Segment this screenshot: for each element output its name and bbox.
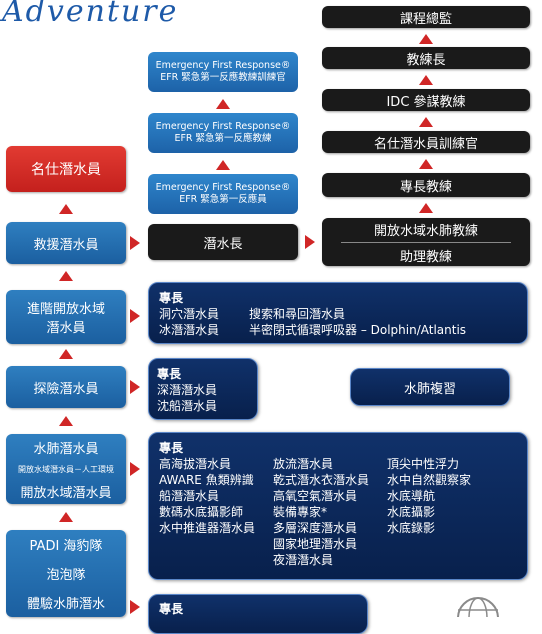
specialty-item: 夜潛潛水員 — [273, 553, 334, 567]
seal-team-label: PADI 海豹隊 — [29, 539, 103, 554]
divemaster-label: 潛水長 — [203, 236, 243, 252]
divider — [341, 241, 511, 243]
arrow-right-icon — [130, 236, 140, 250]
arrow-right-icon — [130, 462, 140, 476]
adventure-diver-box: 探險潛水員 — [6, 366, 126, 408]
arrow-right-icon — [130, 309, 140, 323]
aow-label-line1: 進階開放水域 — [26, 302, 105, 317]
master-instructor-box: 教練長 — [322, 47, 530, 69]
globe-icon — [457, 597, 499, 617]
specialty-item: 水中自然觀察家 — [387, 473, 472, 487]
assistant-instructor-label: 助理教練 — [399, 249, 452, 265]
specialty-item: 水底攝影 — [387, 505, 436, 519]
specialty-item: 裝備專家* — [273, 505, 328, 519]
arrow-up-icon — [59, 204, 73, 214]
specialties-panel-1: 專長 洞穴潛水員 冰潛潛水員 搜索和尋回潛水員 半密閉式循環呼吸器 – Dolp… — [148, 282, 528, 344]
specialty-item: 多層深度潛水員 — [273, 521, 358, 535]
arrow-right-icon — [130, 380, 140, 394]
adventure-diver-label: 探險潛水員 — [33, 381, 99, 397]
efr-label: EFR 緊急第一反應教練訓練官 — [160, 72, 286, 83]
specialty-item: 高氧空氣潛水員 — [273, 489, 358, 503]
specialty-item: 沈船潛水員 — [157, 399, 218, 413]
arrow-right-icon — [130, 600, 140, 614]
master-instructor-label: 教練長 — [406, 52, 446, 68]
efr-title: Emergency First Response® — [155, 60, 291, 71]
bubblemaker-label: 泡泡隊 — [46, 568, 86, 583]
arrow-right-icon — [305, 235, 315, 249]
arrow-up-icon — [216, 99, 230, 109]
efr-instructor-trainer-box: Emergency First Response® EFR 緊急第一反應教練訓練… — [148, 52, 298, 92]
rescue-diver-label: 救援潛水員 — [33, 237, 99, 253]
specialties-heading: 專長 — [159, 441, 184, 455]
ow-artificial-label: 開放水域潛水員－人工環境 — [18, 464, 114, 474]
specialty-item: 水底錄影 — [387, 521, 436, 535]
open-water-diver-label: 開放水域潛水員 — [20, 485, 112, 501]
specialty-item: 國家地理潛水員 — [273, 537, 358, 551]
arrow-up-icon — [59, 416, 73, 426]
arrow-up-icon — [59, 271, 73, 281]
master-scuba-diver-box: 名仕潛水員 — [6, 146, 126, 192]
specialty-item: 高海拔潛水員 — [159, 457, 232, 471]
specialty-item: 放流潛水員 — [273, 457, 334, 471]
owsi-label: 開放水域水肺教練 — [373, 223, 478, 239]
efr-responder-box: Emergency First Response® EFR 緊急第一反應員 — [148, 174, 298, 214]
advanced-open-water-box: 進階開放水域 潛水員 — [6, 290, 126, 344]
efr-instructor-box: Emergency First Response® EFR 緊急第一反應教練 — [148, 113, 298, 153]
specialties-panel-3: 專長 高海拔潛水員 AWARE 魚類辨識 船潛潛水員 數碼水底攝影師 水中推進器… — [148, 432, 528, 580]
msd-trainer-box: 名仕潛水員訓練官 — [322, 131, 530, 153]
specialties-heading: 專長 — [159, 602, 184, 616]
arrow-up-icon — [419, 117, 433, 127]
specialty-item: 水底導航 — [387, 489, 436, 503]
specialties-heading: 專長 — [159, 291, 184, 305]
specialty-item: 搜索和尋回潛水員 — [249, 307, 346, 321]
specialties-panel-4: 專長 — [148, 594, 368, 634]
scuba-review-box: 水肺複習 — [350, 368, 510, 406]
specialties-panel-2: 專長 深潛潛水員 沈船潛水員 — [148, 358, 258, 420]
arrow-up-icon — [419, 75, 433, 85]
specialty-item: 深潛潛水員 — [157, 383, 218, 397]
specialty-item: 頂尖中性浮力 — [387, 457, 460, 471]
idc-staff-label: IDC 參謀教練 — [386, 94, 466, 110]
specialty-item: 洞穴潛水員 — [159, 307, 220, 321]
discover-scuba-label: 體驗水肺潛水 — [26, 597, 105, 612]
scuba-review-label: 水肺複習 — [403, 381, 456, 397]
specialty-item: 水中推進器潛水員 — [159, 521, 256, 535]
specialty-item: 乾式潛水衣潛水員 — [273, 473, 370, 487]
arrow-up-icon — [419, 203, 433, 213]
specialty-item: AWARE 魚類辨識 — [159, 473, 254, 487]
idc-staff-box: IDC 參謀教練 — [322, 89, 530, 111]
specialty-item: 數碼水底攝影師 — [159, 505, 244, 519]
specialty-item: 船潛潛水員 — [159, 489, 220, 503]
logo-text: Adventure — [2, 0, 179, 29]
efr-title: Emergency First Response® — [155, 121, 291, 132]
arrow-up-icon — [59, 512, 73, 522]
arrow-up-icon — [216, 160, 230, 170]
arrow-up-icon — [419, 159, 433, 169]
youth-group-box: PADI 海豹隊 泡泡隊 體驗水肺潛水 — [6, 530, 126, 617]
specialties-heading: 專長 — [157, 367, 182, 381]
efr-label: EFR 緊急第一反應教練 — [174, 133, 272, 144]
specialty-item: 半密閉式循環呼吸器 – Dolphin/Atlantis — [249, 323, 467, 337]
arrow-up-icon — [59, 349, 73, 359]
master-scuba-diver-label: 名仕潛水員 — [31, 162, 101, 178]
scuba-diver-label: 水肺潛水員 — [33, 441, 99, 457]
course-director-box: 課程總監 — [322, 6, 530, 28]
specialty-item: 冰潛潛水員 — [159, 323, 220, 337]
open-water-group-box: 水肺潛水員 開放水域潛水員－人工環境 開放水域潛水員 — [6, 434, 126, 504]
instructor-box: 開放水域水肺教練 助理教練 — [322, 218, 530, 266]
logo: Adventure — [2, 0, 178, 29]
specialty-instructor-box: 專長教練 — [322, 173, 530, 197]
msd-trainer-label: 名仕潛水員訓練官 — [373, 136, 478, 152]
efr-title: Emergency First Response® — [155, 182, 291, 193]
arrow-up-icon — [419, 34, 433, 44]
specialty-instructor-label: 專長教練 — [399, 179, 452, 195]
efr-label: EFR 緊急第一反應員 — [179, 194, 267, 205]
rescue-diver-box: 救援潛水員 — [6, 222, 126, 264]
aow-label-line2: 潛水員 — [46, 321, 86, 336]
course-director-label: 課程總監 — [399, 11, 452, 27]
divemaster-box: 潛水長 — [148, 224, 298, 260]
